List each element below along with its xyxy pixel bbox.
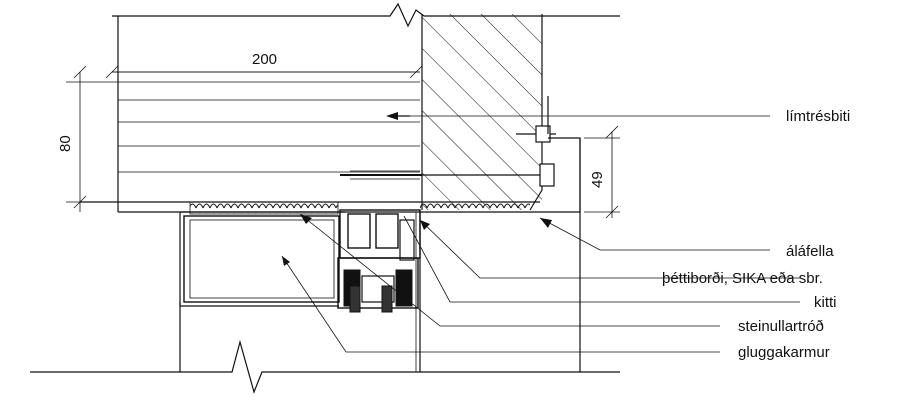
window-frame xyxy=(179,209,421,372)
label-window-frame: gluggakarmur xyxy=(738,344,830,361)
dimension-height-right-text: 49 xyxy=(589,171,606,188)
dimension-width: 200 xyxy=(105,51,423,79)
top-break-line xyxy=(112,2,620,28)
mineral-wool xyxy=(189,201,530,215)
aluminium-flashing xyxy=(545,137,581,372)
label-sealing-tape: þéttiborði, SIKA eða sbr. xyxy=(662,270,823,287)
dimension-height-right: 49 xyxy=(584,125,620,219)
label-mineral-wool: steinullartróð xyxy=(738,318,824,335)
dimension-height-left-text: 80 xyxy=(57,135,74,152)
concrete-wall xyxy=(421,14,543,211)
label-aluminium-flashing: áláfella xyxy=(786,243,834,260)
label-glulam-beam: límtrésbiti xyxy=(786,108,850,125)
fasteners xyxy=(340,96,556,187)
leader-lines xyxy=(281,115,800,353)
dimension-width-text: 200 xyxy=(252,51,277,68)
label-sealant: kitti xyxy=(814,294,837,311)
bottom-break-line xyxy=(30,339,620,394)
dimension-height-left: 80 xyxy=(57,65,118,212)
